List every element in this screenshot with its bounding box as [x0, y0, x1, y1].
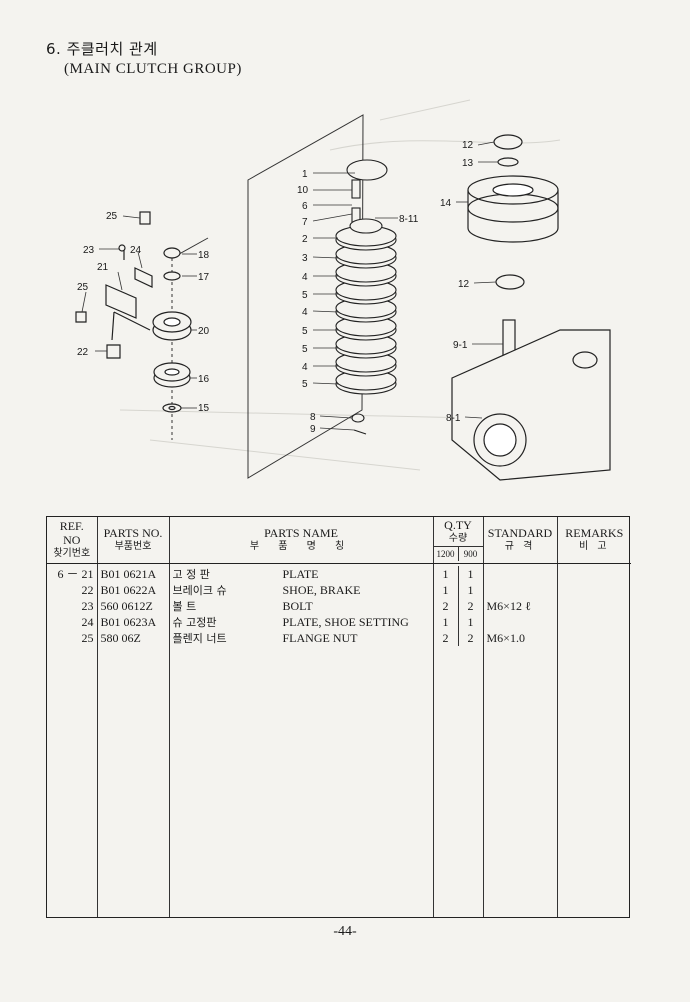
callout-label: 16 — [198, 374, 210, 385]
callout-label: 23 — [83, 245, 95, 256]
header-remarks: REMARKS 비 고 — [556, 517, 631, 564]
header-ref-no: REF. NO 찾기번호 — [47, 517, 97, 564]
qty-900-cell: 2 — [457, 597, 483, 614]
callout-label: 4 — [302, 362, 308, 373]
callout-label: 8 — [310, 412, 316, 423]
part-name-korean: 브레이크 슈 — [172, 583, 227, 597]
callout-label: 21 — [97, 262, 109, 273]
part-name-korean: 플렌지 너트 — [172, 631, 227, 645]
callout-label: 9-1 — [453, 340, 468, 351]
qty-900-cell: 2 — [457, 629, 483, 646]
section-title: 6. 주클러치 관계 (MAIN CLUTCH GROUP) — [46, 38, 242, 78]
callout-label: 5 — [302, 290, 308, 301]
callout-label: 24 — [130, 245, 142, 256]
parts-no-cell: 580 06Z — [100, 630, 141, 645]
standard-cell: M6×12 ℓ — [486, 598, 531, 613]
qty-900-cell: 1 — [457, 565, 483, 582]
parts-no-cell: B01 0623A — [100, 614, 157, 629]
callout-label: 5 — [302, 326, 308, 337]
callout-label: 18 — [198, 250, 210, 261]
callout-label: 12 — [458, 279, 470, 290]
callout-label: 14 — [440, 198, 452, 209]
exploded-parts-diagram: 1 10 6 7 2 3 4 5 4 5 5 4 5 8 9 8-11 12 1… — [75, 99, 611, 481]
callout-label: 22 — [77, 347, 89, 358]
callout-label: 5 — [302, 379, 308, 390]
qty-1200-cell: 2 — [442, 630, 449, 645]
remarks-cell — [561, 582, 629, 598]
remarks-cell — [561, 630, 629, 646]
callout-label: 8-11 — [399, 214, 419, 225]
callout-label: 4 — [302, 307, 308, 318]
remarks-cell — [561, 614, 629, 630]
callout-label: 25 — [77, 282, 89, 293]
ref-no-cell: 6 － 21 — [57, 566, 94, 581]
header-parts-name: PARTS NAME 부 품 명 칭 — [168, 517, 433, 564]
qty-1200-cell: 1 — [442, 566, 449, 581]
part-name-english: BOLT — [282, 598, 313, 613]
callout-label: 1 — [302, 169, 308, 180]
part-name-english: PLATE, SHOE SETTING — [282, 614, 409, 629]
callout-label: 12 — [462, 140, 474, 151]
part-name-korean: 슈 고정판 — [172, 615, 217, 629]
callout-label: 8-1 — [446, 413, 461, 424]
callout-label: 25 — [106, 211, 118, 222]
brake-shoe-group — [75, 211, 192, 413]
callout-label: 9 — [310, 424, 316, 435]
qty-1200-cell: 2 — [442, 598, 449, 613]
callout-label: 5 — [302, 344, 308, 355]
header-qty: Q.TY 수량 1200 900 — [432, 517, 483, 564]
remarks-cell — [561, 598, 629, 614]
callout-label: 10 — [297, 185, 309, 196]
part-name-english: PLATE — [282, 566, 319, 581]
parts-no-cell: B01 0622A — [100, 582, 157, 597]
part-name-korean: 고 정 판 — [172, 567, 210, 581]
header-parts-no: PARTS NO. 부품번호 — [96, 517, 169, 564]
qty-900-cell: 1 — [457, 613, 483, 630]
parts-no-cell: 560 0612Z — [100, 598, 153, 613]
part-name-korean: 볼 트 — [172, 599, 197, 613]
callout-label: 20 — [198, 326, 210, 337]
callout-label: 17 — [198, 272, 210, 283]
header-standard: STANDARD 규 격 — [482, 517, 557, 564]
header-qty-900: 900 — [457, 547, 483, 562]
callout-label: 15 — [198, 403, 210, 414]
clutch-plate-stack — [335, 159, 397, 435]
ref-no-cell: 22 — [81, 582, 94, 597]
ref-no-cell: 23 — [81, 598, 94, 613]
section-title-english: (MAIN CLUTCH GROUP) — [64, 61, 242, 77]
parts-table: REF. NO 찾기번호 PARTS NO. 부품번호 PARTS NAME 부… — [46, 516, 631, 918]
standard-cell — [487, 614, 554, 630]
qty-1200-cell: 1 — [442, 614, 449, 629]
callout-label: 7 — [302, 217, 308, 228]
qty-1200-cell: 1 — [442, 582, 449, 597]
standard-cell — [487, 566, 554, 582]
standard-cell: M6×1.0 — [486, 630, 525, 645]
part-name-english: FLANGE NUT — [282, 630, 358, 645]
header-qty-1200: 1200 — [436, 549, 455, 560]
ref-no-cell: 25 — [81, 630, 94, 645]
standard-cell — [487, 582, 554, 598]
callout-label: 6 — [302, 201, 308, 212]
part-name-english: SHOE, BRAKE — [282, 582, 361, 597]
ref-no-cell: 24 — [81, 614, 94, 629]
callout-label: 4 — [302, 272, 308, 283]
page-number: -44- — [333, 924, 357, 939]
callout-label: 13 — [462, 158, 474, 169]
qty-900-cell: 1 — [457, 581, 483, 598]
parts-no-cell: B01 0621A — [100, 566, 157, 581]
remarks-cell — [561, 566, 629, 582]
section-title-korean: 6. 주클러치 관계 — [46, 40, 158, 58]
callout-label: 3 — [302, 253, 308, 264]
pulley-housing-group — [451, 134, 611, 481]
callout-label: 2 — [302, 234, 308, 245]
